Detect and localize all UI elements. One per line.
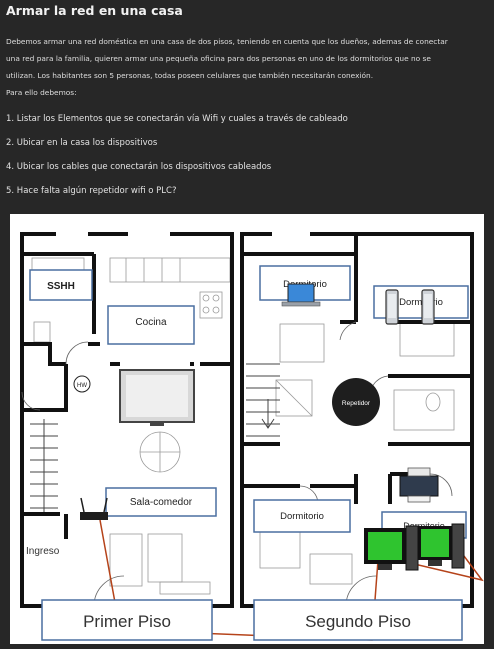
primer-piso-label-text: Primer Piso	[83, 612, 171, 631]
description: Debemos armar una red doméstica en una c…	[6, 33, 492, 101]
description-line: Para ello debemos:	[6, 88, 77, 97]
dormitorio-label-text: Dormitorio	[399, 297, 443, 308]
tv-icon	[119, 369, 195, 426]
task-item: 2. Ubicar en la casa los dispositivos	[6, 138, 158, 148]
laptop-icon	[281, 283, 321, 307]
repetidor-label: Repetidor	[342, 400, 371, 407]
ingreso-label: Ingreso	[26, 546, 60, 557]
hw-badge-text: HW	[77, 383, 87, 389]
task-item: 5. Hace falta algún repetidor wifi o PLC…	[6, 186, 177, 196]
dormitorio-label	[253, 499, 351, 533]
printer-icon	[399, 467, 439, 503]
cellphone-icon	[421, 289, 435, 325]
segundo-piso-label	[253, 599, 463, 641]
desktop-computer-icon	[418, 523, 465, 569]
cocina-label-text: Cocina	[135, 317, 167, 328]
primer-piso-label	[41, 599, 213, 641]
hw-badge	[73, 375, 91, 393]
floor-plan-image: SSHH Cocina HW Sala-comedor Ingreso Prim…	[10, 214, 484, 644]
sshh-label-text: SSHH	[47, 281, 75, 292]
segundo-piso-label-text: Segundo Piso	[305, 612, 411, 631]
dormitorio-label-text: Dormitorio	[280, 511, 324, 522]
cocina-label	[107, 305, 195, 345]
description-line: Debemos armar una red doméstica en una c…	[6, 37, 448, 46]
sala-comedor-label-text: Sala-comedor	[130, 497, 193, 508]
description-line: utilizan. Los habitantes son 5 personas,…	[6, 71, 374, 80]
page-title: Armar la red en una casa	[6, 3, 183, 18]
description-line: una red para la familia, quieren armar u…	[6, 54, 431, 63]
desktop-computer-icon	[364, 525, 419, 571]
repetidor-icon	[332, 378, 380, 426]
sshh-label	[29, 269, 93, 301]
cellphone-icon	[385, 289, 399, 325]
router-icon	[80, 497, 108, 520]
task-item: 4. Ubicar los cables que conectarán los …	[6, 162, 272, 172]
task-item: 1. Listar los Elementos que se conectará…	[6, 114, 348, 124]
floor-plan-drawing: SSHH Cocina HW Sala-comedor Ingreso Prim…	[20, 232, 484, 641]
